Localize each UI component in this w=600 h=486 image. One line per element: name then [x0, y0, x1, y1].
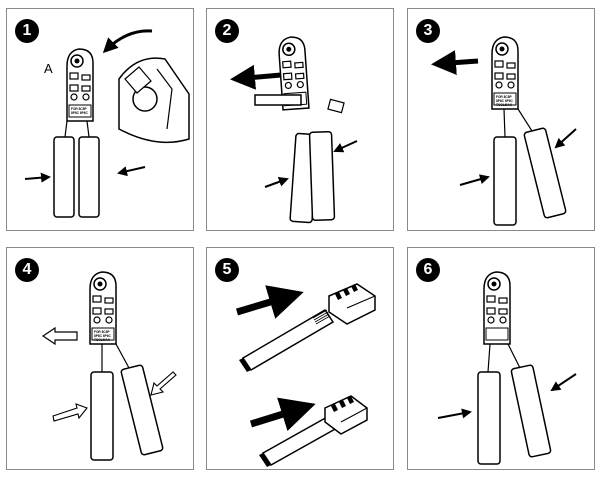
squeeze-arrow-left [459, 174, 490, 186]
right-handle [78, 136, 100, 218]
left-handle [53, 136, 75, 218]
step-2-illustration [230, 35, 358, 224]
part-a-label: A [44, 61, 53, 76]
right-handle [120, 364, 164, 456]
step-number-badge: 1 [15, 19, 39, 43]
tool-print-line3: TOOLMAX [496, 103, 513, 107]
squeeze-arrow-right [550, 373, 577, 392]
tool-print-line2: 8P8C 6P6C [94, 334, 112, 338]
crimp-tool [483, 271, 511, 345]
right-handle [510, 364, 552, 458]
squeeze-arrow-left [24, 172, 51, 183]
tool-print-line1: FOR 8C8P [71, 107, 87, 111]
pull-arrow [431, 50, 479, 76]
crimp-tool: FOR 8C8P 8P8C 6P6C TOOLMAX [89, 271, 117, 345]
step-number-badge: 2 [215, 19, 239, 43]
squeeze-arrow-left [264, 177, 289, 188]
step-number-badge: 6 [416, 258, 440, 282]
step-1-illustration: FOR 8C8P 8P8C 6P6C [24, 29, 190, 218]
squeeze-arrow-left [437, 408, 472, 419]
tool-print-line3: TOOLMAX [94, 338, 111, 342]
squeeze-arrow-right [333, 140, 358, 153]
tool-print-line1: FOR 8C8P [496, 95, 512, 99]
tool-print-line2: 8P8C 6P6C [71, 111, 89, 115]
cable-end [254, 94, 302, 106]
left-handle [90, 371, 114, 461]
insert-arrow-upper [235, 285, 304, 319]
step-2-panel: 2 [206, 8, 394, 231]
squeeze-arrow-right [117, 166, 146, 177]
release-arrow [41, 326, 78, 346]
pull-arrow [230, 64, 282, 90]
step-3-illustration: FOR 8C8P 8P8C 6P6C TOOLMAX [431, 36, 577, 226]
step-4-illustration: FOR 8C8P 8P8C 6P6C TOOLMAX [41, 271, 177, 461]
step-6-illustration [437, 271, 577, 465]
step-3-panel: FOR 8C8P 8P8C 6P6C TOOLMAX 3 [407, 8, 595, 231]
step-4-panel: FOR 8C8P 8P8C 6P6C TOOLMAX 4 [6, 247, 194, 470]
step-1-panel: FOR 8C8P 8P8C 6P6C 1 A [6, 8, 194, 231]
step-5-panel: 5 [206, 247, 394, 470]
right-handle [308, 130, 336, 222]
cut-off-piece [327, 98, 345, 114]
step-6-panel: 6 [407, 247, 595, 470]
open-arrow-right [150, 371, 177, 396]
insert-arrow-lower [249, 397, 316, 432]
step-number-badge: 5 [215, 258, 239, 282]
left-handle [493, 136, 517, 226]
tool-print-line2: 8P8C 6P6C [496, 99, 514, 103]
tool-print-line1: FOR 8C8P [94, 330, 110, 334]
crimp-tool: FOR 8C8P 8P8C 6P6C TOOLMAX [491, 36, 519, 110]
left-handle [477, 371, 501, 465]
right-handle [523, 127, 567, 219]
cable-and-plug-lower [259, 395, 368, 467]
step-number-badge: 3 [416, 19, 440, 43]
step-5-illustration [235, 283, 376, 467]
open-arrow-left [52, 403, 88, 422]
crimp-tool: FOR 8C8P 8P8C 6P6C [66, 48, 94, 122]
step-number-badge: 4 [15, 258, 39, 282]
squeeze-arrow-right [554, 128, 577, 149]
cable-and-plug-upper [239, 283, 376, 372]
rotate-arrow [102, 29, 153, 54]
